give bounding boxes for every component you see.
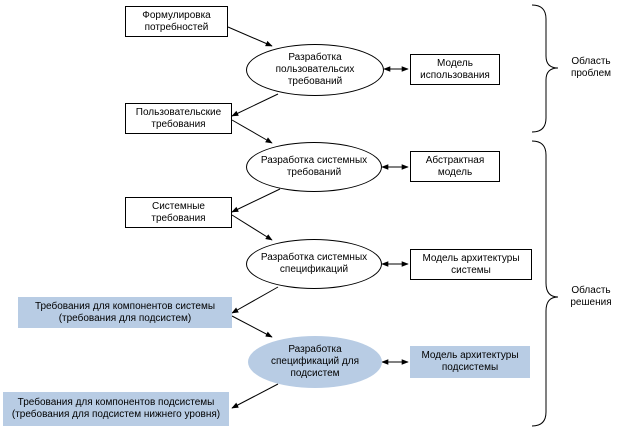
brace-solution-domain xyxy=(531,140,559,427)
arrow-sys-req-to-dev-sys-spec xyxy=(231,214,273,241)
usage-model-box: Модель использования xyxy=(410,54,500,85)
arrow-user-req-to-dev-sys-req xyxy=(231,119,273,144)
arrow-dev-user-req-to-user-req xyxy=(231,93,279,117)
arrow-dev-subsys-spec-to-comp-req-subsys xyxy=(231,383,279,409)
dev-user-requirements-ellipse: Разработка пользовательсих требований xyxy=(246,44,384,96)
subsystem-component-requirements-box: Требования для компонентов подсистемы (т… xyxy=(3,392,229,426)
needs-box: Формулировка потребностей xyxy=(125,6,228,37)
arrow-comp-req-sys-to-dev-subsys-spec xyxy=(231,315,273,338)
system-component-requirements-box: Требования для компонентов системы (треб… xyxy=(18,297,232,328)
abstract-model-box: Абстрактная модель xyxy=(410,151,500,182)
system-requirements-box: Системные требования xyxy=(125,197,232,228)
solution-domain-label: Область решения xyxy=(570,285,612,308)
brace-problem-domain xyxy=(531,4,559,133)
dev-subsystem-specs-ellipse: Разработка спецификаций для подсистем xyxy=(248,336,382,388)
dev-system-specs-ellipse: Разработка системных спецификаций xyxy=(246,239,382,289)
arrow-dev-sys-req-to-sys-req xyxy=(231,188,281,213)
arrow-needs-to-dev-user-req xyxy=(227,26,273,47)
dev-system-requirements-ellipse: Разработка системных требований xyxy=(246,142,382,192)
system-architecture-model-box: Модель архитектуры системы xyxy=(410,249,532,280)
user-requirements-box: Пользовательские требования xyxy=(125,103,232,134)
subsystem-architecture-model-box: Модель архитектуры подсистемы xyxy=(410,346,530,378)
problem-domain-label: Область проблем xyxy=(570,56,612,79)
arrow-dev-sys-spec-to-comp-req-sys xyxy=(231,286,279,314)
